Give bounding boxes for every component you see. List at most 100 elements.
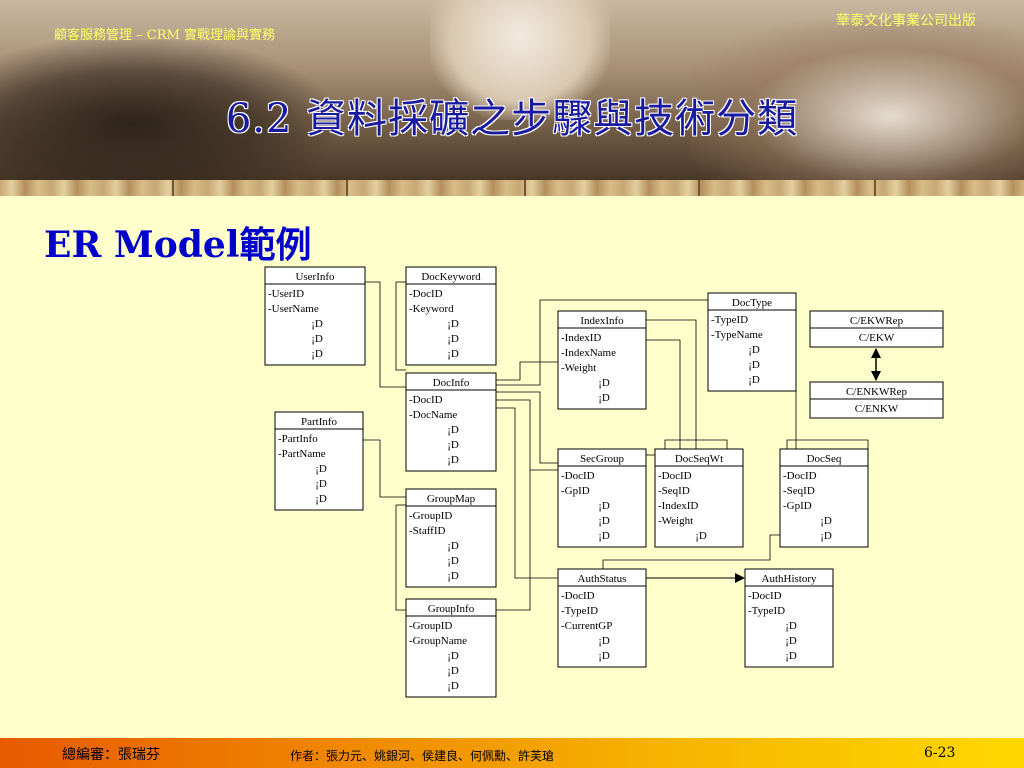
entity-userinfo: UserInfo-UserID-UserName¡D¡D¡D (265, 267, 365, 365)
entity-dockeyword: DocKeyword -DocID -Keyword ¡D ¡D ¡D (406, 267, 496, 365)
entity-doctype: DocType -TypeID -TypeName ¡D ¡D ¡D (708, 293, 796, 391)
entity-name: DocInfo (433, 377, 470, 389)
connector-line (496, 408, 558, 578)
entity-partinfo: PartInfo-PartInfo-PartName¡D¡D¡D (275, 412, 363, 510)
entity-attribute: ¡D (315, 478, 327, 490)
entity-attribute: -UserName (268, 303, 319, 315)
entity-attribute: -DocID (409, 394, 443, 406)
entity-name: AuthHistory (762, 573, 818, 585)
entity-name: SecGroup (580, 453, 624, 465)
entity-attribute: ¡D (748, 344, 760, 356)
entity-name: DocKeyword (421, 271, 481, 283)
entity-attribute: ¡D (447, 650, 459, 662)
entity-attribute: ¡D (315, 493, 327, 505)
entity-name: GroupInfo (428, 603, 475, 615)
entity-attribute: ¡D (447, 333, 459, 345)
entity-attribute: ¡D (447, 570, 459, 582)
entity-name: IndexInfo (580, 315, 624, 327)
entity-attribute: -SeqID (783, 485, 815, 497)
entity-attribute: ¡D (598, 530, 610, 542)
entity-attribute: ¡D (315, 463, 327, 475)
entity-attribute: -DocID (409, 288, 443, 300)
entity-attribute: ¡D (447, 348, 459, 360)
entity-attribute: -IndexID (658, 500, 698, 512)
connector-line (396, 282, 406, 370)
author-credit: 作者：張力元、姚銀河、侯建良、何佩勳、許芙瑲 (290, 747, 554, 764)
entity-attribute: ¡D (598, 515, 610, 527)
entity-attribute: ¡D (447, 439, 459, 451)
entity-attribute: -IndexName (561, 347, 616, 359)
editor-credit: 總編審：張瑞芬 (62, 744, 160, 764)
entity-attribute: ¡D (598, 635, 610, 647)
entity-attribute: -PartName (278, 448, 326, 460)
entity-attribute: ¡D (311, 333, 323, 345)
entity-docinfo: DocInfo -DocID -DocName ¡D ¡D ¡D (406, 373, 496, 471)
entity-attribute: ¡D (311, 348, 323, 360)
entity-name: C/ENKWRep (846, 386, 908, 398)
entity-docseq: DocSeq -DocID -SeqID -GpID ¡D ¡D (780, 449, 868, 547)
entity-docseqwt: DocSeqWt-DocID-SeqID-IndexID-Weight¡D (655, 449, 743, 547)
entity-attribute: -TypeID (711, 314, 748, 326)
entity-attribute: -TypeID (561, 605, 598, 617)
entity-attribute: -GpID (783, 500, 812, 512)
entity-attribute: -GroupID (409, 510, 452, 522)
entity-attribute: C/EKW (859, 332, 895, 344)
entity-name: DocSeq (807, 453, 842, 465)
entity-attribute: ¡D (785, 635, 797, 647)
entity-attribute: ¡D (748, 359, 760, 371)
entity-name: DocType (732, 297, 772, 309)
entity-secgroup: SecGroup-DocID-GpID¡D¡D¡D (558, 449, 646, 547)
entity-attribute: C/ENKW (855, 403, 899, 415)
entity-attribute: ¡D (447, 454, 459, 466)
entity-attribute: ¡D (447, 555, 459, 567)
entity-indexinfo: IndexInfo-IndexID-IndexName-Weight¡D¡D (558, 311, 646, 409)
connector-line (646, 340, 680, 449)
entity-attribute: ¡D (785, 650, 797, 662)
footer-bar: 總編審：張瑞芬 作者：張力元、姚銀河、侯建良、何佩勳、許芙瑲 6-23 (0, 738, 1024, 768)
entity-attribute: -GroupID (409, 620, 452, 632)
entity-name: PartInfo (301, 416, 338, 428)
entity-name: GroupMap (427, 493, 476, 505)
entity-attribute: -Keyword (409, 303, 454, 315)
connector-line (396, 505, 406, 610)
entity-attribute: ¡D (598, 392, 610, 404)
entity-attribute: -IndexID (561, 332, 601, 344)
entity-attribute: -DocID (561, 470, 595, 482)
connector-line (365, 282, 406, 387)
entity-attribute: -GroupName (409, 635, 467, 647)
entity-attribute: -TypeName (711, 329, 763, 341)
entity-attribute: ¡D (695, 530, 707, 542)
entity-attribute: ¡D (598, 650, 610, 662)
entity-attribute: -DocID (561, 590, 595, 602)
entity-attribute: ¡D (785, 620, 797, 632)
entity-attribute: ¡D (748, 374, 760, 386)
entity-attribute: -SeqID (658, 485, 690, 497)
connector-line (496, 392, 558, 463)
entity-authstatus: AuthStatus-DocID-TypeID-CurrentGP¡D¡D (558, 569, 646, 667)
connector-line (646, 320, 696, 449)
entity-authhistory: AuthHistory-DocID-TypeID¡D¡D¡D (745, 569, 833, 667)
entity-groupmap: GroupMap-GroupID-StaffID¡D¡D¡D (406, 489, 496, 587)
entity-attribute: -TypeID (748, 605, 785, 617)
entity-attribute: -UserID (268, 288, 304, 300)
entity-attribute: ¡D (311, 318, 323, 330)
entity-attribute: -Weight (658, 515, 693, 527)
entity-boxes: UserInfo-UserID-UserName¡D¡D¡DDocKeyword… (265, 267, 943, 697)
entity-attribute: -DocName (409, 409, 457, 421)
entity-attribute: ¡D (820, 515, 832, 527)
entity-attribute: ¡D (820, 530, 832, 542)
entity-attribute: -StaffID (409, 525, 446, 537)
entity-attribute: ¡D (447, 318, 459, 330)
entity-attribute: -GpID (561, 485, 590, 497)
entity-attribute: -DocID (783, 470, 817, 482)
connector-line (496, 470, 530, 610)
connector-line (787, 440, 868, 449)
entity-attribute: -Weight (561, 362, 596, 374)
connector-line (496, 362, 558, 380)
entity-groupinfo: GroupInfo-GroupID-GroupName¡D¡D¡D (406, 599, 496, 697)
entity-name: DocSeqWt (675, 453, 723, 465)
entity-attribute: ¡D (447, 424, 459, 436)
